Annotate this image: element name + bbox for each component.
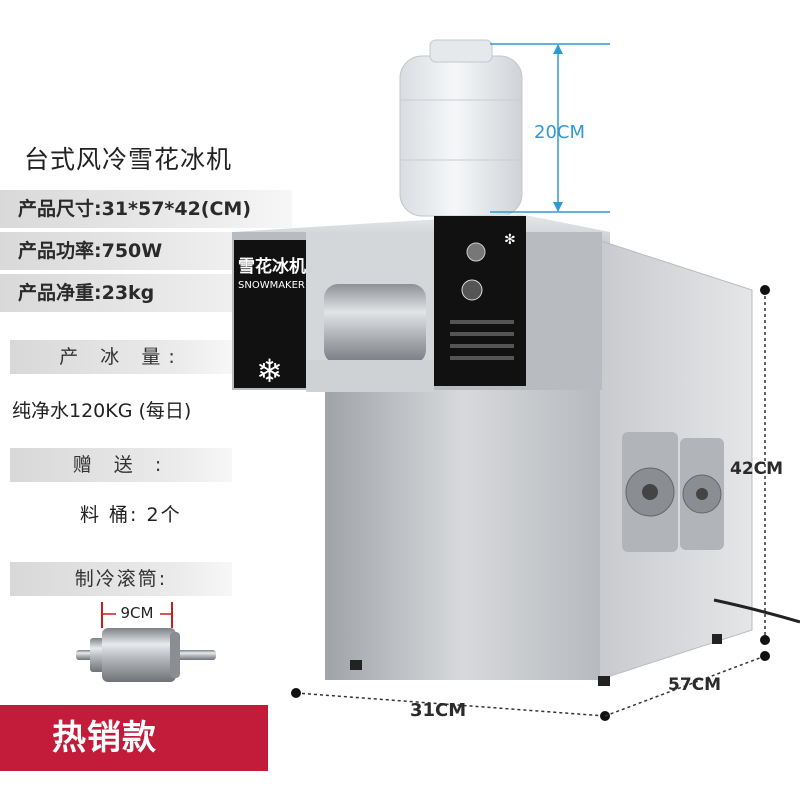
machine-foot [712, 634, 722, 644]
snow-ice-machine-image: 20CM ✻ 雪花冰机 SNOWMAKER ❄ [232, 39, 800, 721]
brand-panel: 雪花冰机 SNOWMAKER ❄ [234, 240, 306, 390]
machine-front [325, 385, 600, 680]
snowflake-icon: ❄ [256, 352, 283, 390]
gift-label: 赠 送 : [10, 448, 232, 482]
knob-icon [461, 279, 483, 301]
ice-output-value: 纯净水120KG (每日) [12, 400, 192, 422]
roller-collar [90, 638, 104, 672]
snowflake-icon: ✻ [504, 232, 516, 248]
depth-label: 57CM [668, 675, 721, 695]
roller-label: 制冷滚筒: [10, 562, 232, 596]
spec-size: 产品尺寸:31*57*42(CM) [0, 190, 292, 228]
height-dimension: 42CM [730, 285, 783, 645]
roller-drum-end [170, 632, 180, 678]
gift-item: 料 桶: 2个 [80, 504, 182, 526]
cooling-fan-right [680, 438, 724, 550]
brand-en: SNOWMAKER [238, 280, 305, 291]
roller-drum [102, 628, 176, 682]
width-dimension: 31CM [291, 688, 610, 721]
roller-image: 9CM [76, 602, 216, 682]
bottle-height-dimension: 20CM [490, 43, 610, 213]
spec-weight-text: 产品净重:23kg [18, 282, 155, 304]
power-switch-icon [466, 242, 486, 262]
water-bottle [399, 39, 523, 217]
product-title: 台式风冷雪花冰机 [24, 145, 233, 174]
control-panel: ✻ [434, 216, 526, 386]
width-label: 31CM [410, 700, 466, 721]
brand-cn: 雪花冰机 [238, 256, 306, 277]
cooling-fan-left [622, 432, 678, 552]
roller-size-label: 9CM [121, 604, 154, 622]
spec-power-text: 产品功率:750W [18, 240, 163, 262]
bottle-height-label: 20CM [534, 122, 585, 143]
machine-foot [598, 676, 610, 686]
depth-dimension: 57CM [604, 651, 770, 717]
hot-sale-badge: 热销款 [0, 705, 268, 771]
shaving-drum [306, 232, 434, 392]
machine-foot [350, 660, 362, 670]
roller-dim-bg [116, 603, 160, 621]
power-cord [713, 598, 800, 624]
ice-output-label: 产 冰 量: [10, 340, 232, 374]
spec-size-text: 产品尺寸:31*57*42(CM) [18, 198, 252, 220]
height-label: 42CM [730, 459, 783, 479]
